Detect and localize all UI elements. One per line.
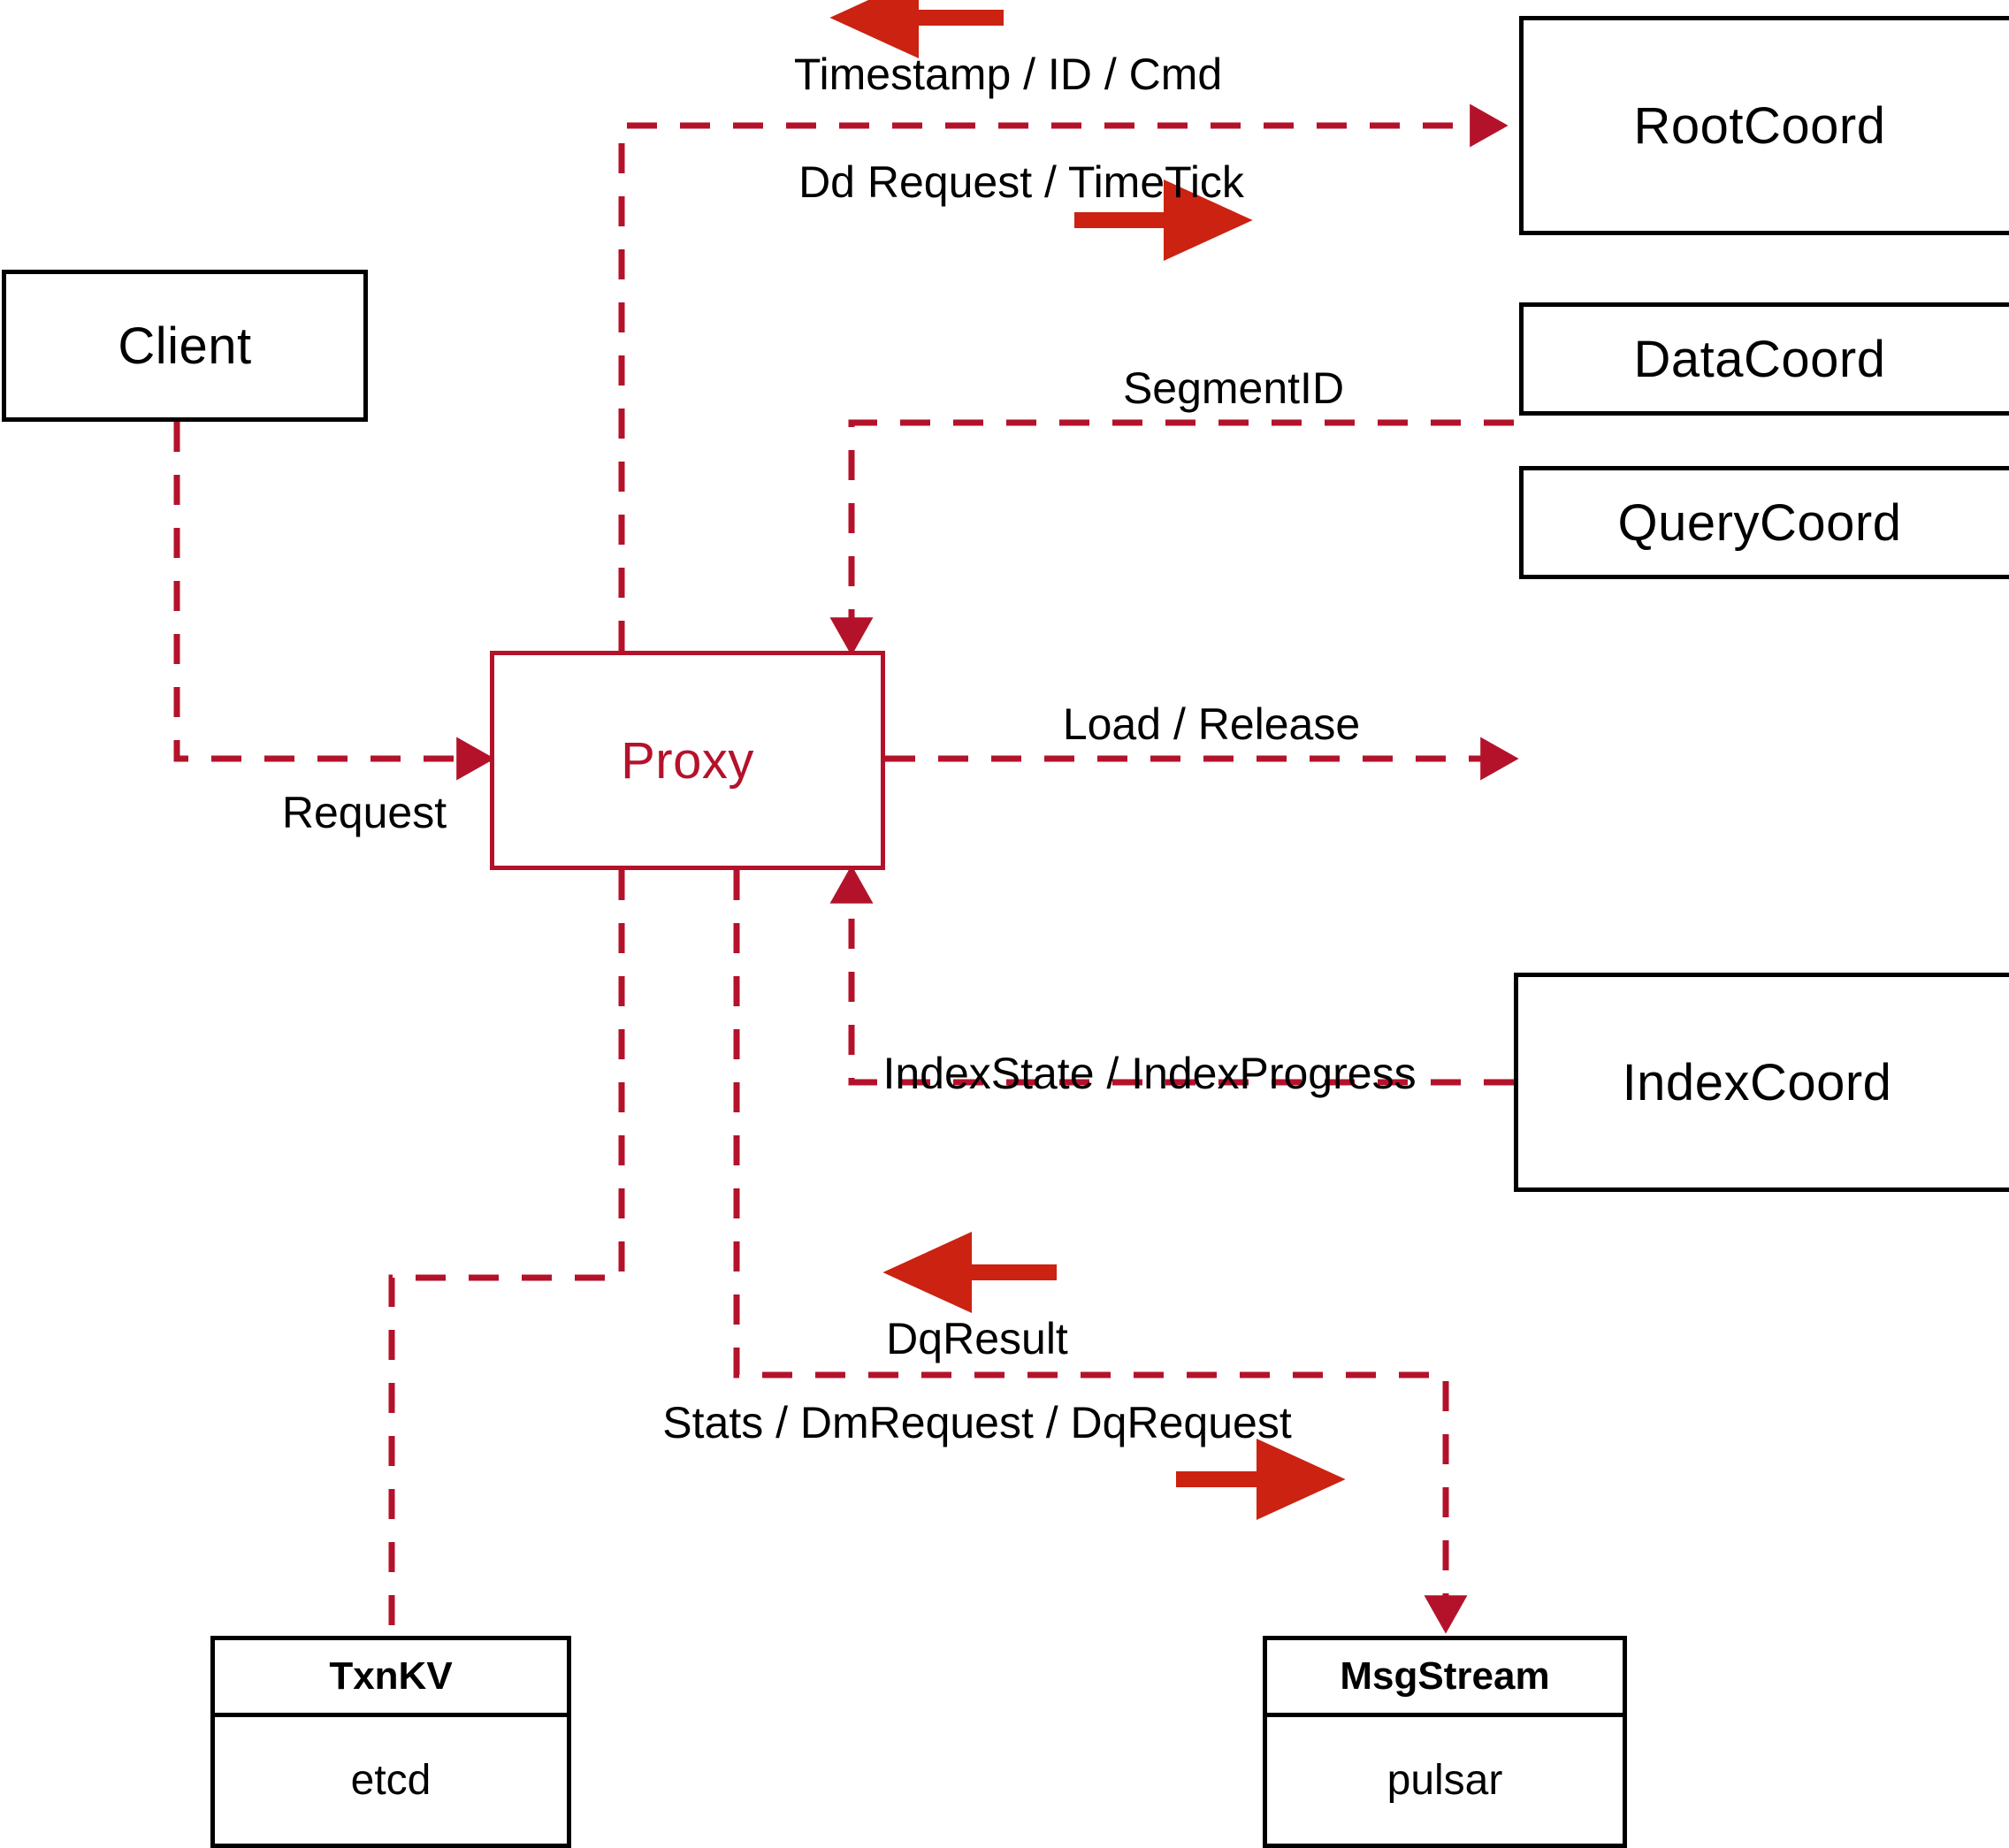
node-rootcoord-label: RootCoord <box>1633 96 1886 155</box>
store-msgstream-body: pulsar <box>1267 1717 1623 1844</box>
store-txnkv[interactable]: TxnKV etcd <box>210 1636 571 1848</box>
direction-arrow-timestamp <box>829 0 1004 59</box>
node-proxy-label: Proxy <box>621 731 754 790</box>
node-datacoord[interactable]: DataCoord <box>1519 302 2009 416</box>
store-msgstream-title: MsgStream <box>1340 1654 1550 1698</box>
store-txnkv-header: TxnKV <box>215 1640 567 1717</box>
edge-label-load-release: Load / Release <box>1062 699 1361 749</box>
node-client[interactable]: Client <box>2 270 368 422</box>
node-datacoord-label: DataCoord <box>1633 330 1886 388</box>
store-msgstream[interactable]: MsgStream pulsar <box>1263 1636 1627 1848</box>
node-querycoord-label: QueryCoord <box>1617 493 1902 552</box>
store-msgstream-impl: pulsar <box>1386 1757 1503 1804</box>
edge-label-dd-request-timetick: Dd Request / TimeTick <box>798 157 1244 207</box>
store-txnkv-impl: etcd <box>350 1757 432 1804</box>
wire-proxy-to-msgstream <box>733 870 1468 1634</box>
node-indexcoord-label: IndexCoord <box>1622 1053 1892 1111</box>
direction-arrow-dqresult <box>882 1231 1057 1314</box>
edge-label-stats-dmrequest-dqrequest: Stats / DmRequest / DqRequest <box>662 1398 1292 1447</box>
node-querycoord[interactable]: QueryCoord <box>1519 466 2009 579</box>
node-proxy[interactable]: Proxy <box>490 651 885 870</box>
edge-label-timestamp-id-cmd: Timestamp / ID / Cmd <box>793 50 1223 99</box>
wire-datacoord-to-proxy <box>829 419 1514 656</box>
edge-label-indexstate-indexprogress: IndexState / IndexProgress <box>882 1049 1417 1098</box>
direction-arrow-dd-request <box>1074 179 1253 262</box>
edge-label-dqresult: DqResult <box>886 1314 1068 1363</box>
node-indexcoord[interactable]: IndexCoord <box>1514 973 2009 1192</box>
node-client-label: Client <box>118 317 252 375</box>
store-txnkv-title: TxnKV <box>329 1654 453 1698</box>
edge-label-request: Request <box>281 788 447 837</box>
store-txnkv-body: etcd <box>215 1717 567 1844</box>
wire-proxy-to-rootcoord <box>618 103 1509 651</box>
store-msgstream-header: MsgStream <box>1267 1640 1623 1717</box>
edge-label-segmentid: SegmentID <box>1122 363 1345 413</box>
direction-arrow-stats <box>1176 1438 1346 1521</box>
wire-indexcoord-to-proxy <box>829 865 1514 1086</box>
node-rootcoord[interactable]: RootCoord <box>1519 16 2009 235</box>
wire-client-to-proxy <box>173 422 495 781</box>
wire-proxy-to-txnkv <box>388 870 625 1636</box>
